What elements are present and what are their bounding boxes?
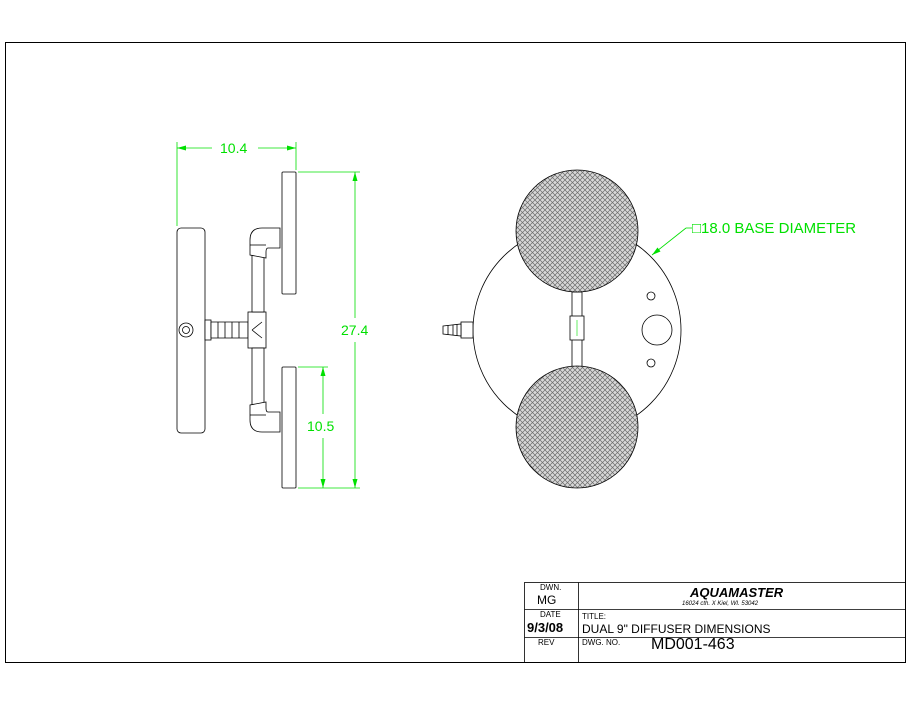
dim-disc-height-label: 10.5 bbox=[307, 418, 334, 434]
side-elbow-upper bbox=[249, 227, 281, 259]
side-hose-barb bbox=[210, 321, 249, 339]
company-address: 16024 cth. X Kiel, WI. 53042 bbox=[682, 601, 759, 607]
side-pipe-lower bbox=[251, 347, 265, 411]
base-diameter-leader bbox=[651, 227, 692, 256]
company-name: AQUAMASTER bbox=[690, 585, 784, 600]
side-tee bbox=[247, 311, 267, 349]
side-pipe-upper bbox=[251, 249, 265, 313]
rev-label: REV bbox=[538, 638, 555, 647]
dim-height-label: 27.4 bbox=[341, 322, 368, 338]
title-label: TITLE: bbox=[582, 612, 607, 621]
date-value: 9/3/08 bbox=[527, 620, 564, 635]
dwg-no-label: DWG. NO. bbox=[582, 638, 621, 647]
top-view bbox=[442, 169, 682, 489]
top-hose-barb bbox=[442, 321, 474, 339]
dwg-no-value: MD001-463 bbox=[651, 636, 735, 653]
top-disc-upper bbox=[515, 169, 639, 293]
title-value: DUAL 9" DIFFUSER DIMENSIONS bbox=[582, 622, 771, 636]
top-hole-large bbox=[641, 314, 673, 346]
side-barb-nut bbox=[204, 319, 212, 341]
top-disc-lower bbox=[515, 365, 639, 489]
dim-width-label: 10.4 bbox=[220, 140, 247, 156]
side-disc-upper bbox=[281, 171, 297, 295]
side-dimensions bbox=[176, 142, 360, 489]
side-view bbox=[176, 171, 297, 489]
side-elbow-lower bbox=[249, 401, 281, 433]
side-fitting-inner bbox=[182, 326, 190, 334]
title-block bbox=[524, 582, 906, 663]
dwn-label: DWN. bbox=[540, 583, 562, 592]
side-disc-lower bbox=[281, 366, 297, 489]
date-label: DATE bbox=[540, 610, 561, 619]
sheet-border bbox=[5, 42, 906, 663]
top-hole-lower bbox=[646, 358, 656, 368]
dwn-value: MG bbox=[537, 593, 557, 607]
base-diameter-label: □18.0 BASE DIAMETER bbox=[692, 220, 856, 237]
top-hole-upper bbox=[646, 291, 656, 301]
